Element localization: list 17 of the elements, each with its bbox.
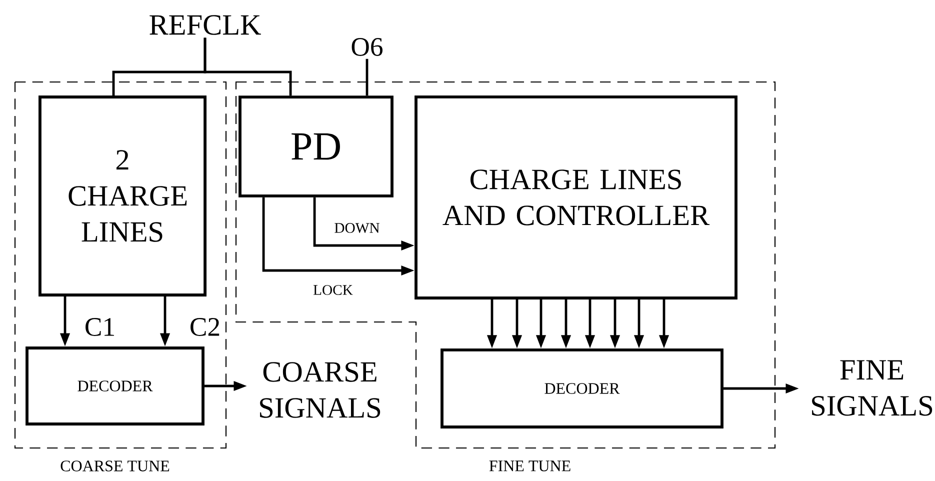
decoder-box: DECODER bbox=[26, 346, 204, 426]
output-signal-label: FINE SIGNALS bbox=[812, 360, 932, 416]
region-label: FINE TUNE bbox=[489, 460, 570, 472]
signal-name: O6 bbox=[352, 38, 382, 56]
edge-label: C2 bbox=[188, 316, 222, 338]
phase-detector-box: PD bbox=[238, 96, 394, 198]
signal-name: REFCLK bbox=[150, 15, 261, 35]
controller-box: CHARGE LINES AND CONTROLLER bbox=[414, 96, 738, 300]
connector-line bbox=[204, 38, 292, 96]
decoder-box: DECODER bbox=[440, 348, 724, 428]
region-label: COARSE TUNE bbox=[60, 460, 170, 472]
edge-label: LOCK bbox=[312, 284, 354, 296]
connector-line bbox=[366, 58, 368, 96]
output-signal-label: COARSE SIGNALS bbox=[260, 362, 380, 418]
charge-lines-box: 2 CHARGE LINES bbox=[38, 96, 207, 296]
edge-label: DOWN bbox=[332, 222, 382, 234]
edge-label: C1 bbox=[83, 316, 117, 338]
